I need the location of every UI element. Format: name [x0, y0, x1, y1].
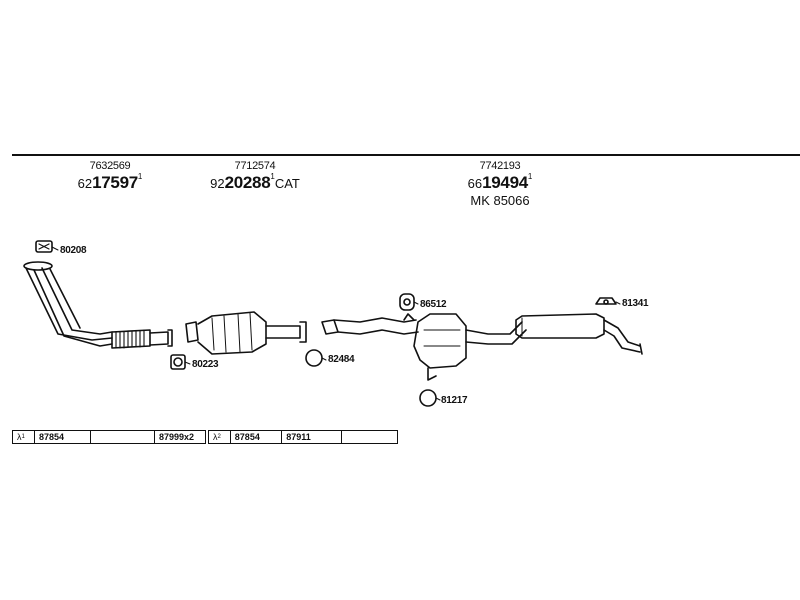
label-81217[interactable]: 81217 [441, 395, 468, 406]
label-86512[interactable]: 86512 [420, 299, 447, 310]
oem-number: 7742193 [479, 160, 521, 172]
kit-cell[interactable] [342, 431, 397, 443]
kit-cell[interactable] [91, 431, 155, 443]
center-muffler-icon[interactable] [413, 313, 527, 381]
part-group-catalyst: 7712574 92202881CAT [200, 160, 310, 193]
rear-muffler-icon[interactable] [515, 313, 643, 355]
gasket-80223-icon[interactable] [170, 354, 186, 370]
kit-cell[interactable]: 87854 [231, 431, 283, 443]
oem-number: 7632569 [89, 160, 131, 172]
middle-pipe-icon[interactable] [321, 313, 419, 335]
part-group-rear-system: 7742193 66194941 MK 85066 [455, 160, 545, 208]
front-pipe-icon[interactable] [23, 261, 173, 349]
kit-cell[interactable]: 87911 [282, 431, 342, 443]
part-number[interactable]: 62175971 [77, 172, 143, 192]
ring-81217-icon[interactable] [419, 389, 437, 407]
label-81341[interactable]: 81341 [622, 298, 649, 309]
label-80208[interactable]: 80208 [60, 245, 87, 256]
mk-number: MK 85066 [470, 193, 530, 208]
part-number[interactable]: 92202881CAT [210, 172, 300, 192]
gasket-80208-icon[interactable] [35, 240, 53, 253]
catalytic-converter-icon[interactable] [185, 311, 307, 355]
kit-cell[interactable]: 87999x2 [159, 432, 195, 442]
ring-82484-icon[interactable] [305, 349, 323, 367]
hanger-86512-icon[interactable] [399, 293, 415, 311]
hanger-81341-icon[interactable] [595, 297, 617, 305]
part-number[interactable]: 66194941 [467, 172, 533, 192]
part-group-front-pipe: 7632569 62175971 [70, 160, 150, 193]
label-80223[interactable]: 80223 [192, 359, 219, 370]
header-rule [12, 154, 800, 156]
oem-number: 7712574 [234, 160, 276, 172]
kit-cell[interactable]: 87854 [35, 431, 91, 443]
label-82484[interactable]: 82484 [328, 354, 355, 365]
